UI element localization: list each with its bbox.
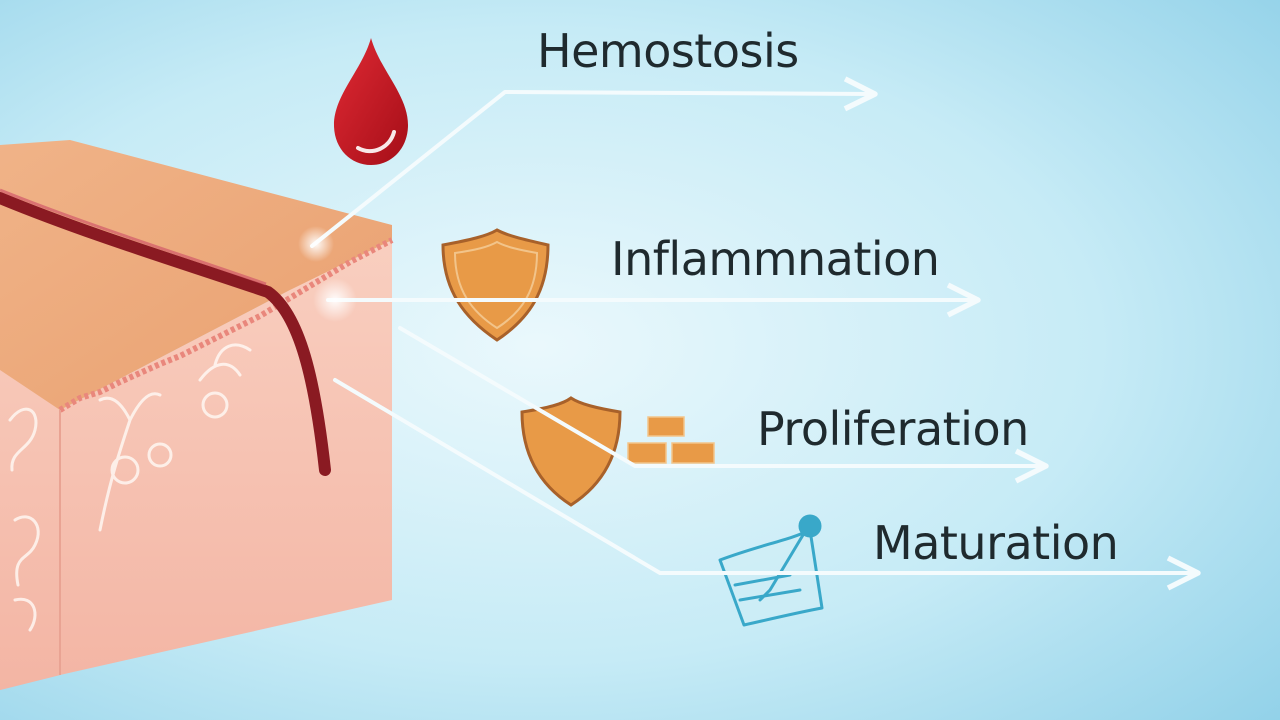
arrow-proliferation — [398, 326, 1049, 484]
skin-block — [0, 140, 394, 690]
skin-front-face — [0, 235, 392, 690]
stage-label-inflammnation: Inflammnation — [611, 232, 940, 286]
shield-icon — [441, 228, 550, 342]
arrow-hemostosis — [310, 76, 878, 248]
arrow-maturation — [333, 378, 1201, 591]
stage-label-maturation: Maturation — [873, 516, 1119, 570]
wound-cut — [0, 192, 331, 476]
blood-drop-icon — [334, 38, 408, 165]
stage-label-hemostosis: Hemostosis — [537, 24, 799, 78]
glow-origin-2 — [313, 278, 357, 322]
skin-top-face — [0, 140, 392, 410]
wound-edge — [0, 188, 267, 286]
paper-with-pin-icon — [718, 514, 824, 627]
shield-with-bricks-icon — [520, 396, 715, 507]
epidermis-edge — [58, 237, 394, 413]
stage-arrows — [310, 76, 1201, 591]
dermal-structures — [8, 343, 252, 632]
glow-origin-1 — [298, 226, 334, 262]
stage-label-proliferation: Proliferation — [757, 402, 1029, 456]
